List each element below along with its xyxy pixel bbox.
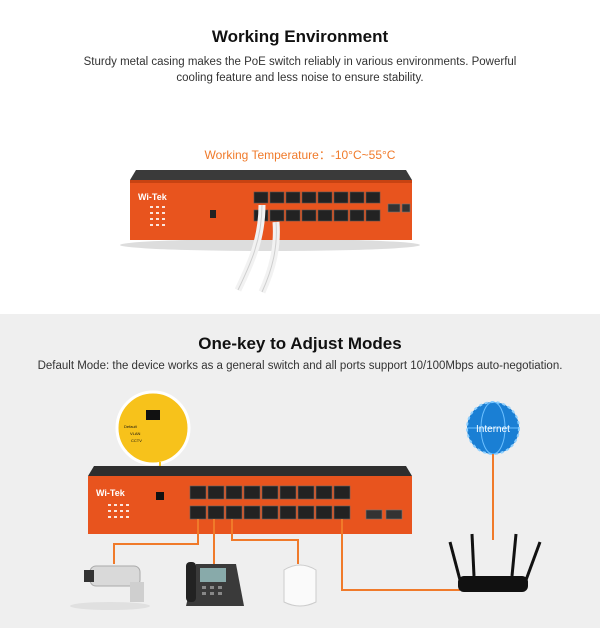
mode-label-vlan: VLAN: [130, 431, 141, 436]
network-diagram: Default VLAN CCTV Internet Wi-Tek: [70, 390, 542, 610]
router-icon: [448, 533, 542, 592]
section-title: Working Environment: [211, 27, 389, 46]
brand-logo: Wi-Tek: [96, 488, 126, 498]
section-desc-line1: Sturdy metal casing makes the PoE switch…: [83, 56, 517, 68]
adjust-modes-section: One-key to Adjust Modes Default Mode: th…: [0, 314, 600, 628]
internet-label: Internet: [476, 424, 510, 435]
working-environment-section: Working Environment Sturdy metal casing …: [83, 27, 517, 294]
wireless-access-point-icon: [283, 564, 317, 607]
section-title: One-key to Adjust Modes: [198, 334, 402, 353]
ip-camera-icon: [70, 565, 150, 610]
section-desc: Default Mode: the device works as a gene…: [37, 360, 563, 372]
section-desc-line2: cooling feature and less noise to ensure…: [176, 72, 424, 84]
poe-switch: [88, 476, 412, 534]
brand-logo: Wi-Tek: [138, 192, 168, 202]
working-temperature: Working Temperature：-10°C~55°C: [204, 148, 396, 162]
mode-label-default: Default: [124, 424, 138, 429]
switch-illustration-top: Wi-Tek: [120, 170, 420, 294]
mode-label-cctv: CCTV: [131, 438, 142, 443]
mode-switch-callout: [115, 390, 191, 466]
ip-phone-icon: [186, 562, 244, 606]
